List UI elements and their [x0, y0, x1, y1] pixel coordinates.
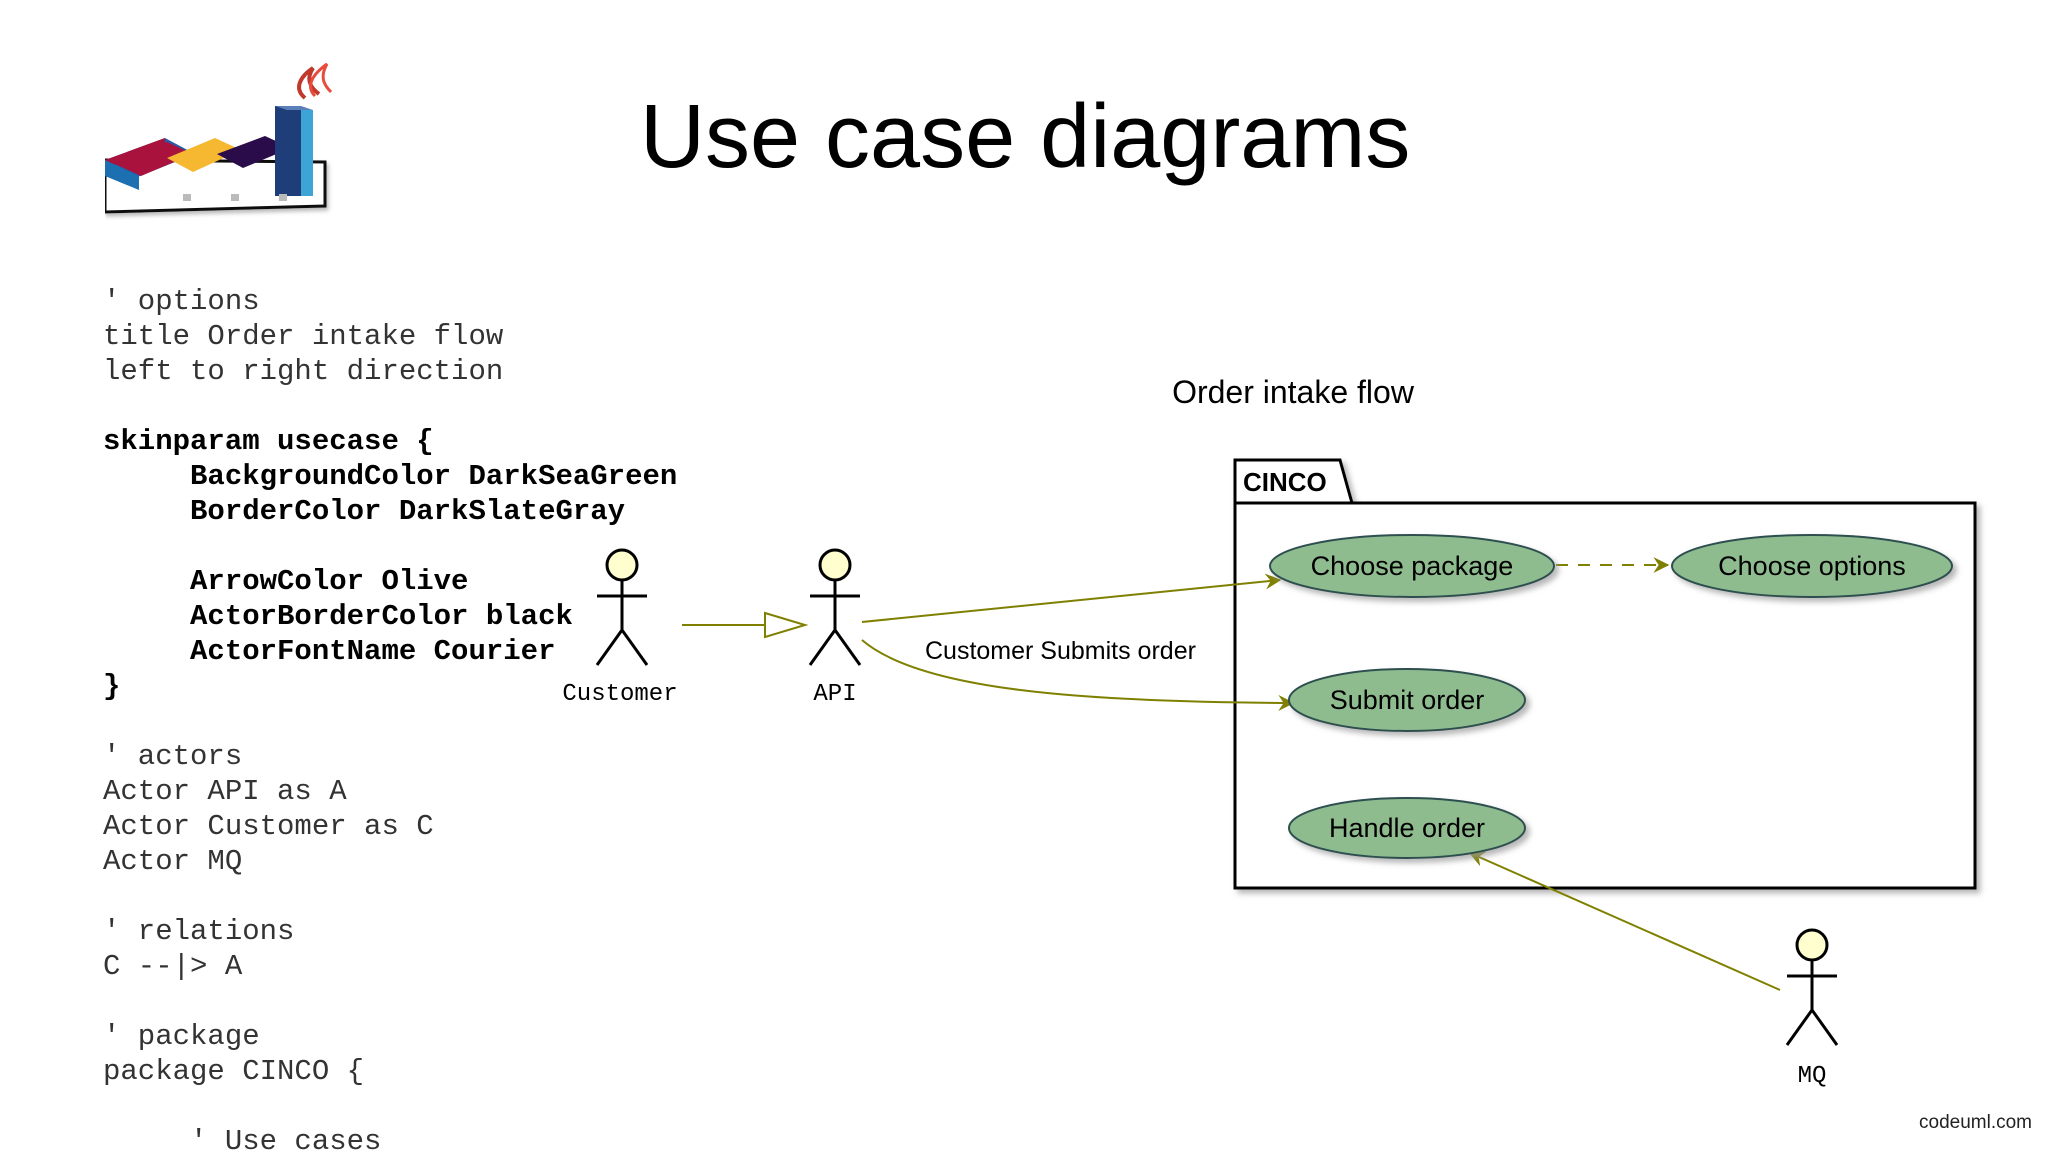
code-line: BackgroundColor DarkSeaGreen: [103, 460, 678, 493]
actor-mq: [1785, 928, 1839, 1046]
diagram-title: Order intake flow: [1172, 374, 1415, 410]
actor-customer-label: Customer: [562, 681, 677, 708]
code-line: Actor MQ: [103, 845, 243, 878]
svg-text:Choose package: Choose package: [1311, 551, 1514, 581]
association-api-submit-order: [861, 639, 1295, 711]
code-line: ActorFontName Courier: [103, 635, 556, 668]
code-line: left to right direction: [103, 355, 504, 388]
svg-text:Choose options: Choose options: [1718, 551, 1906, 581]
actor-api-label: API: [813, 681, 856, 708]
usecase-choose-options: Choose options: [1671, 534, 1953, 598]
code-line: ActorBorderColor black: [103, 600, 573, 633]
code-line: Actor API as A: [103, 775, 347, 808]
association-api-choose-package: [861, 573, 1282, 623]
code-line: ' package: [103, 1020, 260, 1053]
code-line: ArrowColor Olive: [103, 565, 469, 598]
svg-text:Submit order: Submit order: [1330, 685, 1485, 715]
code-line: title Order intake flow: [103, 320, 504, 353]
code-line: }: [103, 670, 121, 703]
code-line: skinparam usecase {: [103, 425, 434, 458]
logo-icon: [105, 62, 333, 214]
code-line: package CINCO {: [103, 1055, 365, 1088]
usecase-choose-package: Choose package: [1269, 534, 1555, 598]
svg-text:Handle order: Handle order: [1329, 813, 1485, 843]
slide-title: Use case diagrams: [640, 87, 1411, 187]
actor-api: [808, 548, 862, 666]
code-line: C --|> A: [103, 950, 243, 983]
code-line: ' relations: [103, 915, 295, 948]
code-line: ' options: [103, 285, 260, 318]
code-line: Actor Customer as C: [103, 810, 434, 843]
generalization-arrowhead: [764, 611, 809, 639]
usecase-submit-order: Submit order: [1288, 668, 1526, 732]
code-line: ' actors: [103, 740, 243, 773]
association-mq-handle-order: [1468, 851, 1781, 991]
footer-brand: codeuml.com: [1919, 1112, 2032, 1133]
usecase-handle-order: Handle order: [1288, 797, 1526, 859]
actor-customer: [595, 548, 649, 666]
code-line: BorderColor DarkSlateGray: [103, 495, 626, 528]
edge-label: Customer Submits order: [925, 637, 1196, 665]
package-name: CINCO: [1243, 467, 1327, 497]
actor-mq-label: MQ: [1798, 1063, 1827, 1090]
